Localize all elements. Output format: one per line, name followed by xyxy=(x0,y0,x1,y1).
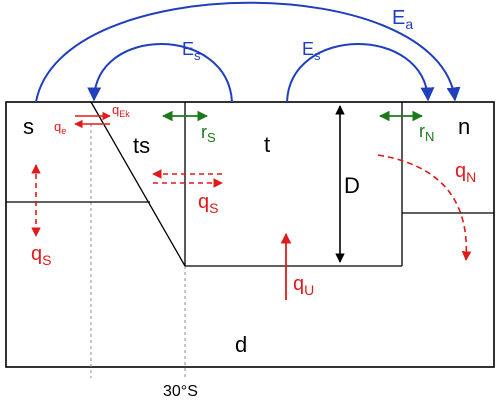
label-qs-mid: qS xyxy=(198,191,218,216)
ts-sloping-boundary xyxy=(90,101,186,267)
box-label-ts: ts xyxy=(133,133,150,158)
box-label-t: t xyxy=(264,132,270,157)
label-es-north: Es xyxy=(302,39,321,63)
box-label-d: d xyxy=(235,332,247,357)
label-rn: rN xyxy=(419,121,434,144)
label-rs: rS xyxy=(201,122,216,145)
label-ea: Ea xyxy=(392,7,413,32)
depth-label: D xyxy=(344,173,360,198)
ocean-basin-outline xyxy=(5,101,495,368)
eddy-transport-arc-north xyxy=(286,43,435,103)
northern-sinking-arrow xyxy=(377,154,472,261)
label-es-south: Es xyxy=(182,39,201,63)
latitude-label-30s: 30°S xyxy=(163,383,198,400)
atmospheric-transport-arc-ea xyxy=(35,1,461,103)
label-qu: qU xyxy=(293,273,314,298)
label-qn: qN xyxy=(455,160,476,185)
label-qek: qEk xyxy=(112,102,130,119)
box-label-s: s xyxy=(23,114,34,139)
eddy-transport-arc-south xyxy=(87,43,233,103)
box-label-n: n xyxy=(458,114,470,139)
label-qs-left: qS xyxy=(31,243,51,268)
label-qe: qe xyxy=(54,119,66,136)
